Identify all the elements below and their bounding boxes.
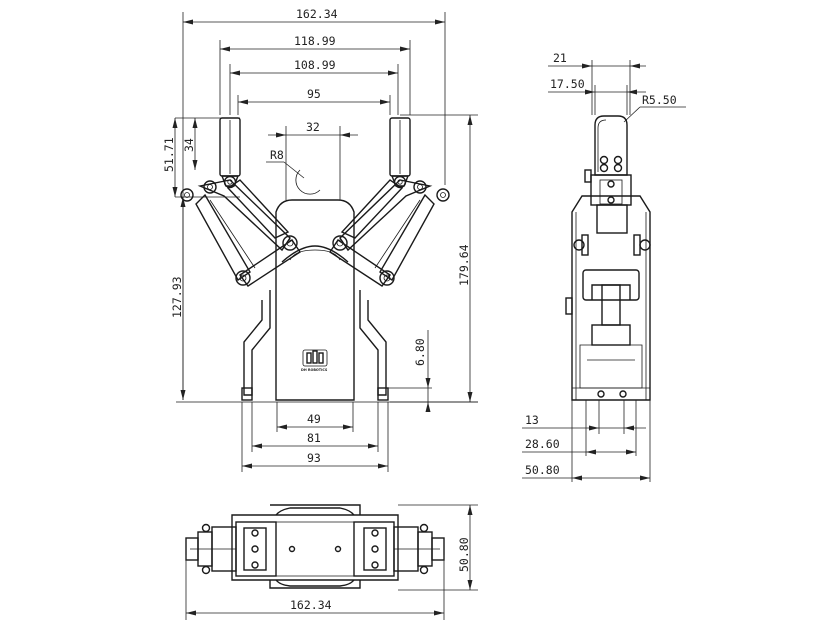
dim-stroke-51: 51.71 (162, 137, 176, 172)
dim-finger-inner: 95 (307, 87, 321, 101)
dim-base-93: 93 (307, 451, 321, 465)
side-carriage (573, 169, 651, 256)
dim-top-depth: 50.80 (457, 537, 471, 572)
dim-side-top-1750: 17.50 (550, 77, 585, 91)
logo-text: DH ROBOTICS (301, 368, 328, 372)
top-left-gripper (185, 521, 277, 577)
dim-stroke-34: 34 (182, 138, 196, 152)
dim-side-top-21: 21 (553, 51, 567, 65)
dim-side-bottom-13: 13 (525, 413, 539, 427)
dh-robotics-logo: DH ROBOTICS (301, 349, 328, 372)
dim-height-127: 127.93 (170, 276, 184, 318)
dim-gap-32: 32 (306, 120, 320, 134)
dim-finger-outer: 118.99 (294, 34, 336, 48)
left-linkage (195, 179, 301, 287)
dim-offset-680: 6.80 (413, 338, 427, 366)
side-housing (565, 195, 651, 401)
dim-side-radius: R5.50 (642, 93, 677, 107)
dim-top-width: 162.34 (290, 598, 332, 612)
dim-overall-width: 162.34 (296, 7, 338, 21)
dim-side-bottom-2860: 28.60 (525, 437, 560, 451)
dim-base-81: 81 (307, 431, 321, 445)
dim-finger-mid: 108.99 (294, 58, 336, 72)
side-view: 21 17.50 R5.50 (522, 51, 686, 482)
side-finger (594, 115, 628, 176)
dim-radius-r8: R8 (270, 148, 284, 162)
pivot-pins (180, 175, 450, 286)
top-view: 50.80 162.34 (185, 504, 478, 620)
dim-height-179: 179.64 (457, 244, 471, 286)
front-view: 162.34 118.99 108.99 95 32 R8 (162, 7, 478, 472)
top-right-gripper (353, 521, 445, 577)
right-linkage (329, 179, 435, 287)
dim-side-bottom-5080: 50.80 (525, 463, 560, 477)
gripper-body (241, 199, 389, 401)
dim-base-49: 49 (307, 412, 321, 426)
